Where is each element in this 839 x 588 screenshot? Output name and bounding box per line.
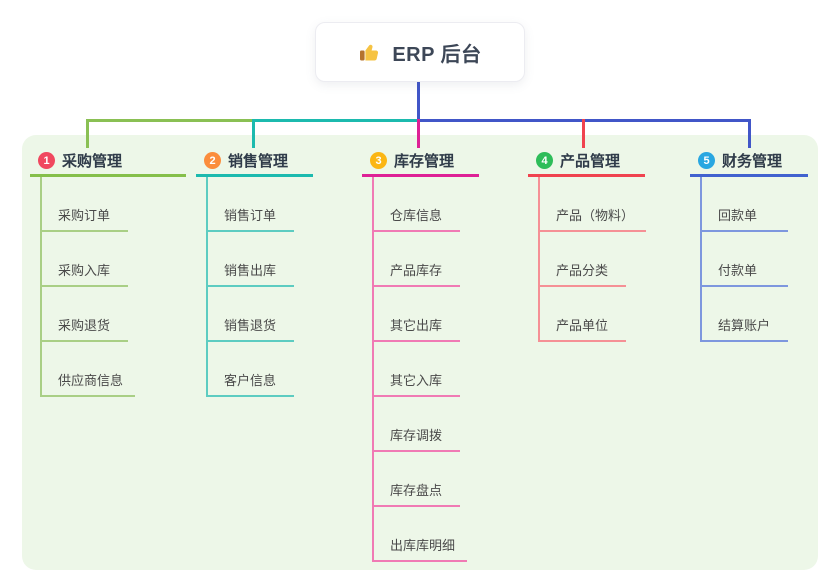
branch-children: 仓库信息 产品库存 其它出库 其它入库 库存调拨 库存盘点 出库库明细 (372, 177, 479, 562)
branch-product-node[interactable]: 4 产品管理 (528, 147, 645, 174)
branch-drop-line-purchase (86, 119, 89, 148)
branch-children: 销售订单 销售出库 销售退货 客户信息 (206, 177, 313, 397)
child-node[interactable]: 出库库明细 (372, 535, 468, 562)
branch-purchase-node[interactable]: 1 采购管理 (30, 147, 186, 174)
branch-drop-line-product (582, 119, 585, 148)
child-node[interactable]: 采购订单 (40, 205, 128, 232)
branch-drop-line-inventory (417, 119, 420, 148)
branch-finance: 5 财务管理 回款单 付款单 结算账户 (690, 147, 808, 342)
child-node[interactable]: 库存盘点 (372, 480, 460, 507)
branch-title-underline (196, 174, 313, 177)
branch-title: 采购管理 (62, 153, 123, 170)
branch-finance-node[interactable]: 5 财务管理 (690, 147, 808, 174)
child-node[interactable]: 销售出库 (206, 260, 294, 287)
branch-title-underline (362, 174, 479, 177)
branch-children: 产品（物料） 产品分类 产品单位 (538, 177, 647, 342)
branch-title: 库存管理 (394, 153, 455, 170)
branch-title: 产品管理 (560, 153, 621, 170)
root-title: ERP 后台 (392, 43, 482, 66)
branch-title-underline (528, 174, 645, 177)
child-node[interactable]: 产品单位 (538, 315, 626, 342)
child-node[interactable]: 其它出库 (372, 315, 460, 342)
branch-number-badge: 3 (370, 152, 387, 169)
child-node[interactable]: 库存调拨 (372, 425, 460, 452)
child-node[interactable]: 采购退货 (40, 315, 128, 342)
branch-children: 采购订单 采购入库 采购退货 供应商信息 (40, 177, 186, 397)
thumbs-up-icon (360, 44, 379, 61)
branch-title-underline (690, 174, 808, 177)
connector-segment-blue (420, 119, 751, 122)
branch-purchase: 1 采购管理 采购订单 采购入库 采购退货 供应商信息 (30, 147, 186, 397)
child-node[interactable]: 仓库信息 (372, 205, 460, 232)
child-node[interactable]: 产品库存 (372, 260, 460, 287)
child-node[interactable]: 客户信息 (206, 370, 294, 397)
branch-number-badge: 5 (698, 152, 715, 169)
branch-product: 4 产品管理 产品（物料） 产品分类 产品单位 (528, 147, 647, 342)
branch-title-underline (30, 174, 186, 177)
branch-drop-line-sales (252, 119, 255, 148)
branch-number-badge: 4 (536, 152, 553, 169)
branch-sales: 2 销售管理 销售订单 销售出库 销售退货 客户信息 (196, 147, 313, 397)
root-node[interactable]: ERP 后台 (315, 22, 525, 82)
branch-inventory: 3 库存管理 仓库信息 产品库存 其它出库 其它入库 库存调拨 库存盘点 出库库… (362, 147, 479, 562)
root-connector-line (417, 82, 420, 120)
branch-children: 回款单 付款单 结算账户 (700, 177, 808, 342)
branch-number-badge: 2 (204, 152, 221, 169)
child-node[interactable]: 销售订单 (206, 205, 294, 232)
child-node[interactable]: 回款单 (700, 205, 788, 232)
branches-background-panel (22, 135, 818, 570)
branch-inventory-node[interactable]: 3 库存管理 (362, 147, 479, 174)
child-node[interactable]: 产品分类 (538, 260, 626, 287)
child-node[interactable]: 销售退货 (206, 315, 294, 342)
child-node[interactable]: 结算账户 (700, 315, 788, 342)
child-node[interactable]: 采购入库 (40, 260, 128, 287)
child-node[interactable]: 产品（物料） (538, 205, 647, 232)
connector-segment-green (86, 119, 254, 122)
child-node[interactable]: 付款单 (700, 260, 788, 287)
branch-title: 销售管理 (228, 153, 289, 170)
branch-drop-line-finance (748, 119, 751, 148)
child-node[interactable]: 其它入库 (372, 370, 460, 397)
branch-title: 财务管理 (722, 153, 783, 170)
connector-segment-teal (254, 119, 420, 122)
branch-sales-node[interactable]: 2 销售管理 (196, 147, 313, 174)
branch-number-badge: 1 (38, 152, 55, 169)
child-node[interactable]: 供应商信息 (40, 370, 136, 397)
